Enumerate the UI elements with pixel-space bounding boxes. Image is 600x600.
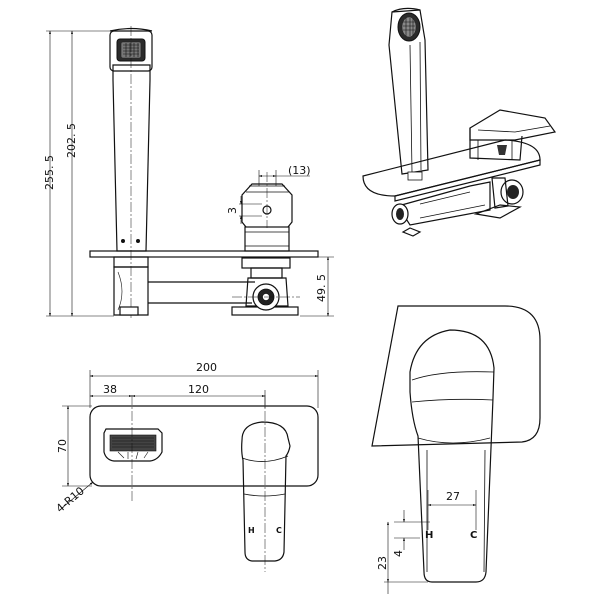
- spout-outlet: [103, 428, 163, 462]
- connecting-pipe: [148, 281, 255, 304]
- screw-dot: [136, 239, 140, 243]
- iso-lever: [469, 109, 557, 141]
- hot-label: H: [248, 526, 255, 535]
- plate-front-view: H C 200 38 120 70 4-R10: [54, 361, 319, 572]
- dim-label-4: 4: [392, 550, 405, 557]
- dim-plate-height: 70: [56, 439, 69, 453]
- wall-plate-side: [89, 250, 319, 258]
- dim-spout-height: 202. 5: [65, 123, 78, 158]
- dim-left-offset: 38: [103, 383, 117, 396]
- valve-body: [245, 277, 289, 307]
- dim-overall-height: 255. 5: [43, 155, 56, 190]
- handle-sleeve: [244, 226, 290, 252]
- dim-center-distance: 120: [188, 383, 209, 396]
- detail-lever-handle: [409, 329, 495, 583]
- wall-plate: [89, 405, 319, 487]
- outlet-nut: [119, 306, 139, 316]
- iso-valve-body: [469, 128, 523, 161]
- dim-inlet-height: 49. 5: [315, 274, 328, 302]
- screw-dot: [121, 239, 125, 243]
- lever-handle: [241, 421, 291, 562]
- iso-bracket: [473, 204, 522, 219]
- spout-block-shade: [117, 271, 123, 311]
- detail-cold-label: C: [470, 530, 477, 541]
- front-elevation-view: 255. 5 202. 5 (13) 3 49. 5: [43, 26, 334, 318]
- spout-block: [113, 266, 149, 316]
- valve-neck: [250, 267, 283, 279]
- detail-plate: [371, 305, 541, 447]
- isometric-view: [362, 7, 557, 237]
- dim-corner-radius: 4-R10: [54, 484, 87, 515]
- dim-handle-width: 27: [446, 490, 460, 503]
- cold-label: C: [276, 526, 282, 535]
- dim-offset-3: 3: [226, 207, 239, 214]
- detail-hot-label: H: [425, 530, 433, 541]
- iso-aerator-icon: [397, 12, 421, 42]
- valve-flange: [241, 257, 291, 269]
- iso-body: [397, 181, 491, 226]
- dim-plate-width: 200: [196, 361, 217, 374]
- handle-detail-view: H C 27 4 23: [371, 305, 541, 594]
- spout-body: [112, 64, 151, 252]
- dim-label-23: 23: [376, 556, 389, 570]
- outlet-grille-icon: [109, 434, 157, 460]
- dim-nut-width: (13): [288, 164, 311, 177]
- brand-logo: [497, 145, 507, 155]
